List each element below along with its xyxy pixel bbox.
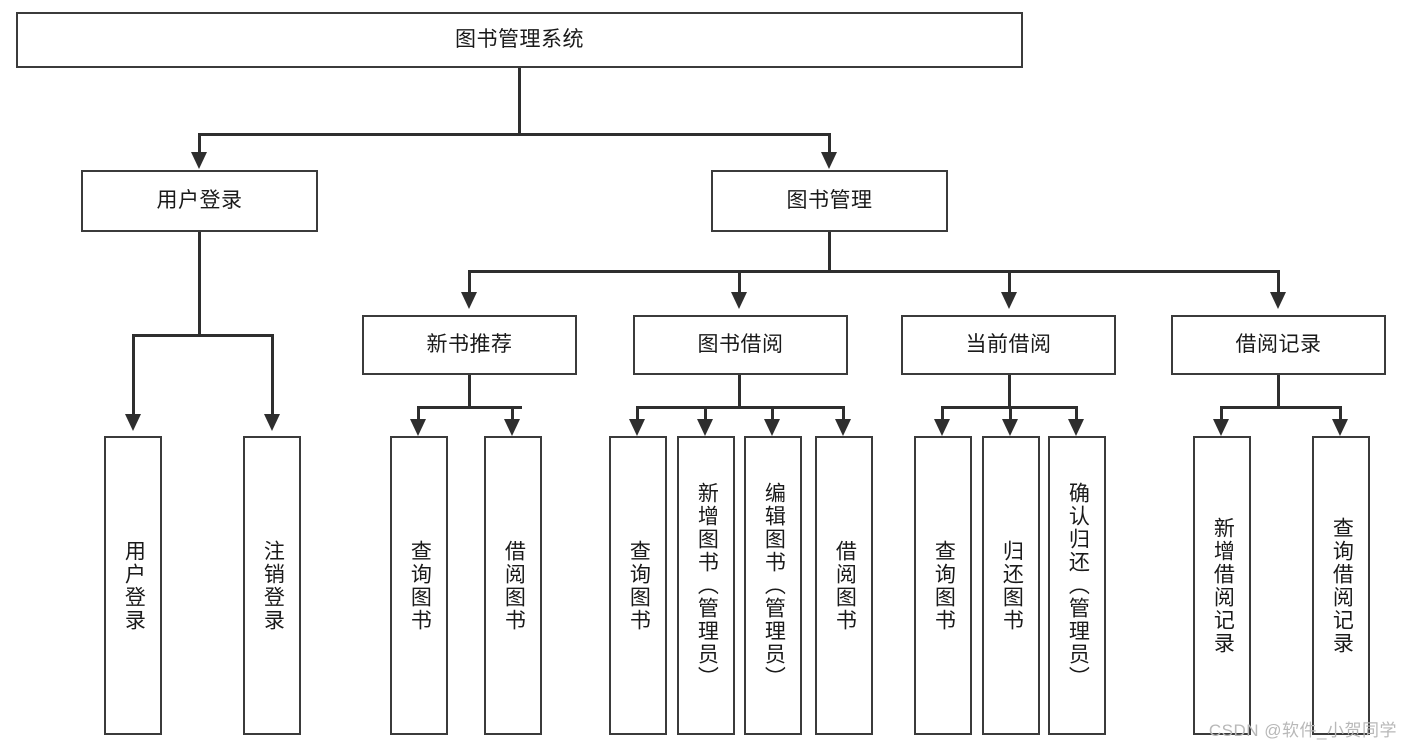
- arrow-book-manage-to-book-borrow: [731, 292, 747, 309]
- connector-book-borrow-bus: [636, 406, 845, 409]
- connector-new-book-drop-2: [511, 406, 514, 421]
- connector-book-manage-bus: [468, 270, 1280, 273]
- arrow-new-book-leaf-1: [410, 419, 426, 436]
- node-label: 查询图书: [408, 539, 432, 632]
- node-book-management[interactable]: 图书管理: [711, 170, 948, 232]
- node-label: 归还图书: [1000, 539, 1024, 632]
- leaf-book-borrow-query[interactable]: 查询图书: [609, 436, 667, 735]
- connector-new-book-drop-1: [417, 406, 420, 421]
- leaf-user-login-logout[interactable]: 注销登录: [243, 436, 301, 735]
- connector-root-to-user-login: [198, 133, 201, 155]
- node-label: 注销登录: [261, 539, 285, 632]
- arrow-book-borrow-leaf-3: [764, 419, 780, 436]
- arrow-book-manage-to-new-book: [461, 292, 477, 309]
- connector-book-manage-drop-2: [738, 270, 741, 294]
- arrow-borrow-record-leaf-2: [1332, 419, 1348, 436]
- node-current-borrow[interactable]: 当前借阅: [901, 315, 1116, 375]
- connector-user-login-drop-2: [271, 334, 274, 416]
- arrow-book-manage-to-borrow-record: [1270, 292, 1286, 309]
- node-label: 查询借阅记录: [1330, 516, 1354, 655]
- leaf-new-book-borrow[interactable]: 借阅图书: [484, 436, 542, 735]
- connector-new-book-stem: [468, 375, 471, 409]
- leaf-book-borrow-add[interactable]: 新增图书（管理员）: [677, 436, 735, 735]
- connector-root-bus: [198, 133, 831, 136]
- leaf-user-login-login[interactable]: 用户登录: [104, 436, 162, 735]
- connector-root-to-book-manage: [828, 133, 831, 155]
- leaf-borrow-record-query[interactable]: 查询借阅记录: [1312, 436, 1370, 735]
- arrow-book-borrow-leaf-2: [697, 419, 713, 436]
- connector-borrow-record-drop-1: [1220, 406, 1223, 421]
- leaf-book-borrow-edit[interactable]: 编辑图书（管理员）: [744, 436, 802, 735]
- node-label: 编辑图书（管理员）: [762, 482, 786, 689]
- node-label: 借阅图书: [502, 539, 526, 632]
- arrow-current-borrow-leaf-3: [1068, 419, 1084, 436]
- connector-book-manage-drop-3: [1008, 270, 1011, 294]
- node-label: 查询图书: [627, 539, 651, 632]
- arrow-current-borrow-leaf-2: [1002, 419, 1018, 436]
- connector-root-stem: [518, 68, 521, 135]
- leaf-new-book-query[interactable]: 查询图书: [390, 436, 448, 735]
- connector-current-borrow-drop-3: [1075, 406, 1078, 421]
- watermark-text: CSDN @软件_小贺同学: [1208, 721, 1397, 740]
- connector-book-manage-drop-4: [1277, 270, 1280, 294]
- arrow-book-manage-to-current-borrow: [1001, 292, 1017, 309]
- connector-user-login-bus: [132, 334, 274, 337]
- arrow-borrow-record-leaf-1: [1213, 419, 1229, 436]
- arrow-new-book-leaf-2: [504, 419, 520, 436]
- node-borrow-record[interactable]: 借阅记录: [1171, 315, 1386, 375]
- arrow-root-to-book-manage: [821, 152, 837, 169]
- node-label: 图书借阅: [697, 333, 784, 357]
- leaf-current-borrow-confirm-return[interactable]: 确认归还（管理员）: [1048, 436, 1106, 735]
- connector-borrow-record-stem: [1277, 375, 1280, 409]
- connector-current-borrow-drop-2: [1009, 406, 1012, 421]
- connector-borrow-record-bus: [1220, 406, 1342, 409]
- connector-user-login-stem: [198, 232, 201, 336]
- connector-new-book-bus: [417, 406, 522, 409]
- connector-book-borrow-stem: [738, 375, 741, 409]
- node-user-login[interactable]: 用户登录: [81, 170, 318, 232]
- arrow-user-login-leaf-2: [264, 414, 280, 431]
- leaf-current-borrow-query[interactable]: 查询图书: [914, 436, 972, 735]
- connector-borrow-record-drop-2: [1339, 406, 1342, 421]
- connector-current-borrow-stem: [1008, 375, 1011, 409]
- connector-current-borrow-drop-1: [941, 406, 944, 421]
- connector-book-borrow-drop-3: [771, 406, 774, 421]
- node-label: 新增借阅记录: [1211, 516, 1235, 655]
- node-label: 新书推荐: [426, 333, 513, 357]
- leaf-borrow-record-add[interactable]: 新增借阅记录: [1193, 436, 1251, 735]
- arrow-current-borrow-leaf-1: [934, 419, 950, 436]
- connector-book-borrow-drop-1: [636, 406, 639, 421]
- connector-book-borrow-drop-4: [842, 406, 845, 421]
- node-label: 图书管理: [786, 189, 873, 213]
- node-label: 用户登录: [156, 189, 243, 213]
- arrow-book-borrow-leaf-4: [835, 419, 851, 436]
- arrow-book-borrow-leaf-1: [629, 419, 645, 436]
- arrow-user-login-leaf-1: [125, 414, 141, 431]
- connector-book-manage-drop-1: [468, 270, 471, 294]
- leaf-book-borrow-borrow[interactable]: 借阅图书: [815, 436, 873, 735]
- node-label: 用户登录: [122, 539, 146, 632]
- connector-user-login-drop-1: [132, 334, 135, 416]
- node-label: 借阅记录: [1235, 333, 1322, 357]
- node-label: 图书管理系统: [455, 28, 584, 52]
- arrow-root-to-user-login: [191, 152, 207, 169]
- node-book-borrow[interactable]: 图书借阅: [633, 315, 848, 375]
- node-new-book-recommend[interactable]: 新书推荐: [362, 315, 577, 375]
- connector-book-borrow-drop-2: [704, 406, 707, 421]
- node-label: 查询图书: [932, 539, 956, 632]
- node-label: 确认归还（管理员）: [1066, 482, 1090, 689]
- node-label: 借阅图书: [833, 539, 857, 632]
- node-label: 当前借阅: [965, 333, 1052, 357]
- leaf-current-borrow-return[interactable]: 归还图书: [982, 436, 1040, 735]
- node-label: 新增图书（管理员）: [695, 482, 719, 689]
- node-root-library-system[interactable]: 图书管理系统: [16, 12, 1023, 68]
- connector-book-manage-stem: [828, 232, 831, 273]
